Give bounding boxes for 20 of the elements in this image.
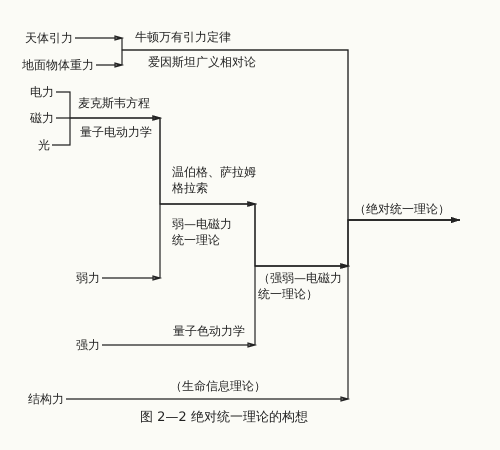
theory-label: （生命信息理论） bbox=[170, 378, 266, 394]
theory-label: 量子电动力学 bbox=[80, 124, 152, 140]
theory-label: 牛顿万有引力定律 bbox=[135, 29, 231, 45]
theory-label: 量子色动力学 bbox=[173, 323, 245, 339]
force-label: 磁力 bbox=[30, 110, 54, 126]
theory-label: 麦克斯韦方程 bbox=[78, 95, 150, 111]
theory-label: （强弱—电磁力统一理论） bbox=[258, 270, 342, 302]
force-label: 结构力 bbox=[28, 391, 64, 407]
force-label: 天体引力 bbox=[25, 30, 73, 46]
theory-label: 弱—电磁力统一理论 bbox=[172, 216, 232, 248]
theory-label: 爱因斯坦广义相对论 bbox=[148, 54, 256, 70]
figure-caption: 图 2—2 绝对统一理论的构想 bbox=[140, 409, 308, 427]
force-label: 强力 bbox=[76, 337, 100, 353]
force-label: 地面物体重力 bbox=[22, 57, 94, 73]
theory-label: 温伯格、萨拉姆格拉索 bbox=[172, 164, 256, 196]
force-label: （绝对统一理论） bbox=[354, 201, 450, 217]
force-label: 电力 bbox=[30, 84, 54, 100]
arrow bbox=[65, 217, 461, 402]
force-label: 光 bbox=[38, 137, 50, 153]
force-label: 弱力 bbox=[76, 270, 100, 286]
